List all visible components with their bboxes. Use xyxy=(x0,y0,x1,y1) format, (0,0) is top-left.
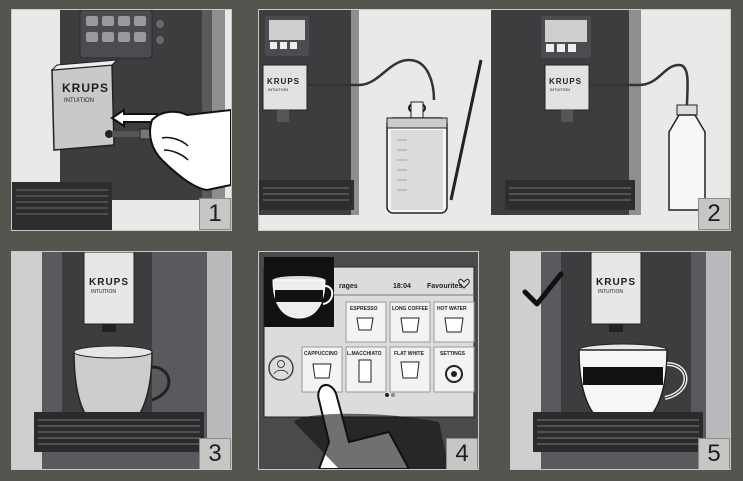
svg-text:INTUITION: INTUITION xyxy=(91,289,116,295)
step-2-illustration: KRUPS INTUITION KRUPS INTUITION xyxy=(259,10,730,230)
divider xyxy=(449,59,483,201)
step-5-panel: KRUPS INTUITION 5 xyxy=(510,251,731,470)
step-number: 5 xyxy=(698,438,730,469)
step-1-panel: KRUPS INTUITION 1 xyxy=(11,9,232,231)
cup-icon xyxy=(578,343,688,431)
svg-text:KRUPS: KRUPS xyxy=(596,277,636,288)
step-number: 3 xyxy=(199,438,231,469)
step-3-panel: KRUPS INTUITION 3 xyxy=(11,251,232,470)
gear-icon xyxy=(445,365,463,383)
svg-text:KRUPS: KRUPS xyxy=(267,77,300,86)
screen-time: 18:04 xyxy=(393,283,411,290)
step-3-illustration: KRUPS INTUITION xyxy=(12,252,231,469)
control-screen xyxy=(79,10,153,59)
step-4-illustration: rages 18:04 Favourites ESPRESSO LONG COF… xyxy=(259,252,478,469)
tile-label: L.MACCHIATO xyxy=(347,351,382,357)
tile-label: CAPPUCCINO xyxy=(304,351,338,357)
step-4-panel: rages 18:04 Favourites ESPRESSO LONG COF… xyxy=(258,251,479,470)
tile-label: LONG COFFEE xyxy=(392,306,429,312)
checkmark-icon xyxy=(522,271,564,307)
heart-icon[interactable] xyxy=(458,278,470,289)
svg-text:KRUPS: KRUPS xyxy=(549,77,582,86)
tile-label: FLAT WHITE xyxy=(394,351,425,357)
svg-text:INTUITION: INTUITION xyxy=(550,87,570,92)
step-number: 1 xyxy=(199,198,231,230)
step-2-panel: KRUPS INTUITION KRUPS INTUITION xyxy=(258,9,731,231)
milk-jug-icon xyxy=(386,101,448,214)
step-5-illustration: KRUPS INTUITION xyxy=(511,252,730,469)
brand-label: KRUPS xyxy=(62,81,109,95)
profile-icon[interactable] xyxy=(268,355,294,381)
screen-favourites: Favourites xyxy=(427,283,463,290)
step-number: 4 xyxy=(446,438,478,469)
tile-settings[interactable] xyxy=(433,346,475,393)
hand-icon xyxy=(149,108,231,192)
step-1-illustration: KRUPS INTUITION xyxy=(12,10,231,230)
svg-text:INTUITION: INTUITION xyxy=(64,98,94,104)
tile-label: SETTINGS xyxy=(440,351,466,357)
tile-label: ESPRESSO xyxy=(350,306,378,312)
svg-text:INTUITION: INTUITION xyxy=(268,87,288,92)
screen-header-left: rages xyxy=(339,283,358,290)
step-number: 2 xyxy=(698,198,730,230)
svg-text:KRUPS: KRUPS xyxy=(89,277,129,288)
svg-text:INTUITION: INTUITION xyxy=(598,289,623,295)
tile-label: HOT WATER xyxy=(437,306,467,312)
cup-icon xyxy=(272,276,334,319)
